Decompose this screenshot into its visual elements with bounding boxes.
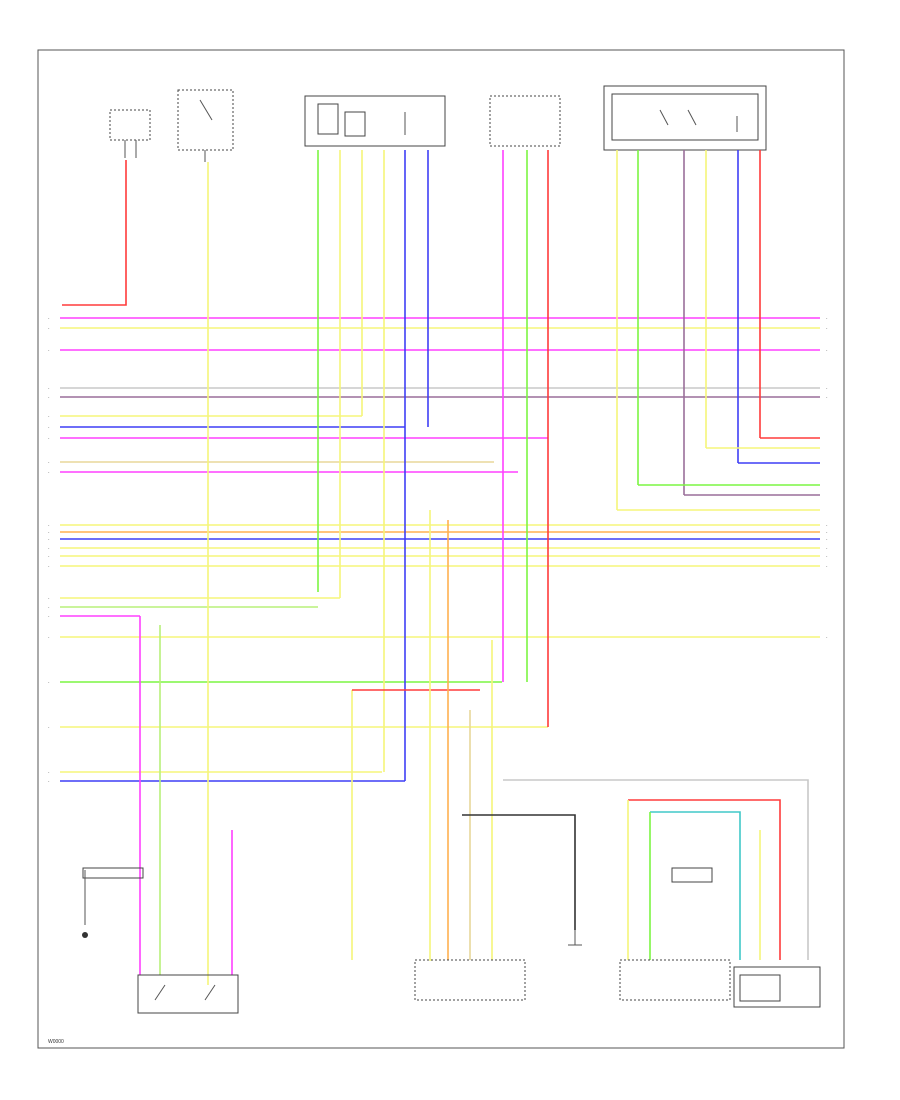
top-component-4	[489, 95, 561, 147]
right-pin-mark: ·	[826, 326, 828, 332]
right-pin-mark: ·	[826, 395, 828, 401]
left-pin-mark: ·	[48, 725, 50, 731]
left-pin-mark: ·	[48, 425, 50, 431]
left-pin-mark: ·	[48, 564, 50, 570]
footer-code: W0000	[48, 1039, 64, 1045]
right-pin-mark: ·	[826, 316, 828, 322]
right-pin-mark: ·	[826, 564, 828, 570]
right-pin-mark: ·	[826, 554, 828, 560]
left-pin-mark: ·	[48, 460, 50, 466]
bottom-component-3	[414, 959, 526, 1001]
left-pin-mark: ·	[48, 348, 50, 354]
left-pin-mark: ·	[48, 779, 50, 785]
top-component-3	[304, 95, 446, 147]
left-pin-mark: ·	[48, 554, 50, 560]
left-pin-mark: ·	[48, 530, 50, 536]
cluster-teal-wire	[650, 811, 741, 960]
left-pin-mark: ·	[48, 680, 50, 686]
top-component-5	[603, 85, 767, 151]
left-pin-mark: ·	[48, 770, 50, 776]
left-pin-mark: ·	[48, 470, 50, 476]
left-pin-mark: ·	[48, 605, 50, 611]
bottom-component-2	[137, 974, 239, 1014]
bottom-component-1	[82, 867, 144, 938]
cluster-red-wire	[628, 799, 781, 960]
fuel-wire-1	[429, 510, 432, 961]
top-component-1	[109, 109, 151, 158]
left-pin-mark: ·	[48, 316, 50, 322]
top-component-2	[177, 89, 234, 162]
diagram-frame	[37, 49, 845, 1049]
ground-symbol	[568, 930, 582, 946]
wire-layer	[60, 150, 820, 985]
left-pin-mark: ·	[48, 635, 50, 641]
cluster-gray-wire	[503, 779, 809, 960]
left-pin-mark: ·	[48, 596, 50, 602]
right-pin-mark: ·	[826, 537, 828, 543]
left-pin-mark: ·	[48, 386, 50, 392]
left-pin-mark: ·	[48, 537, 50, 543]
ground-wire	[462, 814, 576, 930]
right-pin-mark: ·	[826, 546, 828, 552]
right-pin-mark: ·	[826, 386, 828, 392]
right-pin-mark: ·	[826, 635, 828, 641]
left-pin-mark: ·	[48, 326, 50, 332]
left-pin-mark: ·	[48, 614, 50, 620]
left-pin-mark: ·	[48, 523, 50, 529]
right-pin-mark: ·	[826, 530, 828, 536]
left-pin-mark: ·	[48, 414, 50, 420]
right-pin-mark: ·	[826, 523, 828, 529]
left-pin-mark: ·	[48, 395, 50, 401]
bottom-component-5	[733, 966, 821, 1008]
red-feed-wire	[62, 160, 127, 306]
right-pin-column: ············	[826, 316, 828, 641]
left-pin-mark: ·	[48, 546, 50, 552]
left-pin-mark: ·	[48, 436, 50, 442]
bottom-component-4	[619, 867, 731, 1001]
right-pin-mark: ·	[826, 348, 828, 354]
left-pin-column: ························	[48, 316, 50, 785]
